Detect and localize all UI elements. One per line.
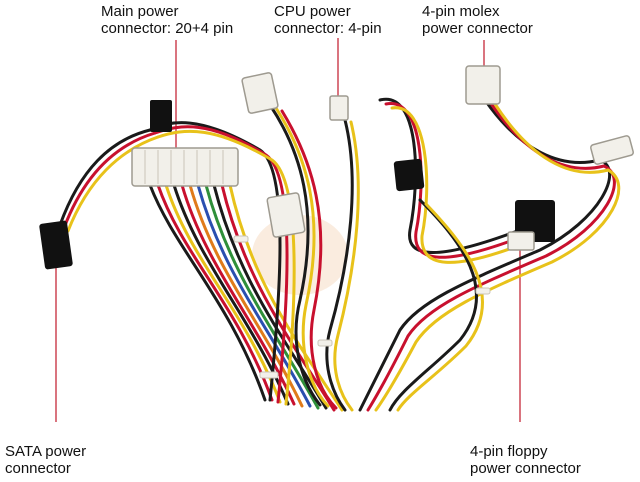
connectors — [39, 65, 634, 270]
molex-connector-right — [465, 65, 501, 105]
molex-connector-middle — [266, 192, 306, 238]
label-floppy-line1: 4-pin floppy — [470, 443, 548, 460]
label-sata-power-connector: SATA power connector — [5, 443, 86, 477]
label-main-power-connector: Main power connector: 20+4 pin — [101, 3, 233, 37]
label-cpu-power-connector: CPU power connector: 4-pin — [274, 3, 382, 37]
sata-connector-left — [39, 220, 73, 270]
floppy-connector — [507, 231, 535, 251]
label-sata-line2: connector — [5, 460, 71, 477]
label-main-line2: connector: 20+4 pin — [101, 20, 234, 37]
label-cpu-line1: CPU power — [274, 3, 351, 20]
label-molex-line1: 4-pin molex — [422, 3, 500, 20]
label-floppy-power-connector: 4-pin floppy power connector — [470, 443, 581, 477]
cable-ties — [233, 235, 491, 379]
label-cpu-line2: connector: 4-pin — [274, 20, 382, 37]
molex-connector-far-right — [590, 135, 634, 165]
molex-connector-top — [241, 72, 279, 114]
label-main-line1: Main power — [101, 3, 179, 20]
label-floppy-line2: power connector — [470, 460, 581, 477]
main-24pin-connector — [131, 147, 239, 187]
aux-4pin-connector — [150, 100, 172, 132]
label-sata-line1: SATA power — [5, 443, 87, 460]
label-molex-line2: power connector — [422, 20, 533, 37]
label-molex-power-connector: 4-pin molex power connector — [422, 3, 533, 37]
wire-bundle — [58, 97, 621, 412]
sata-connector-middle — [393, 158, 425, 192]
cpu-4pin-connector — [329, 95, 349, 121]
